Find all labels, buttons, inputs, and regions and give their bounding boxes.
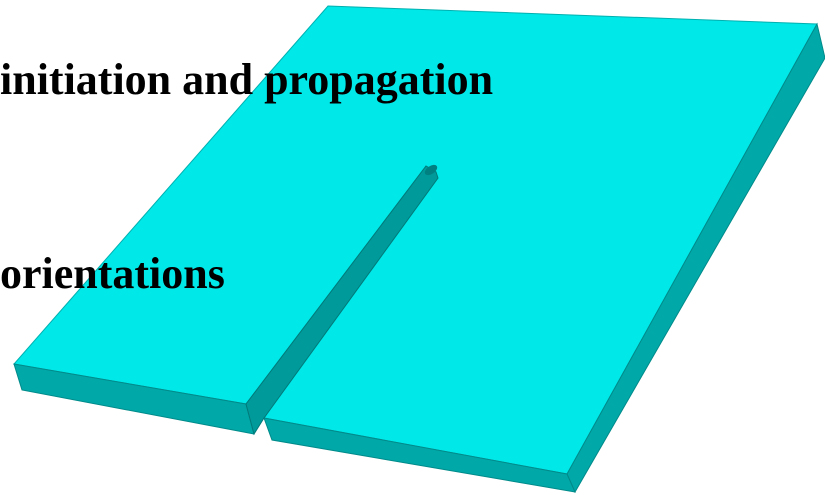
notch-tip	[424, 164, 438, 176]
text-line-orientations: orientations	[0, 249, 225, 298]
plate-front-right-face	[263, 417, 576, 493]
notch-inner-wall	[245, 165, 439, 436]
text-line-initiation-and-propagation: initiation and propagation	[0, 55, 494, 104]
notched-plate	[13, 5, 825, 494]
